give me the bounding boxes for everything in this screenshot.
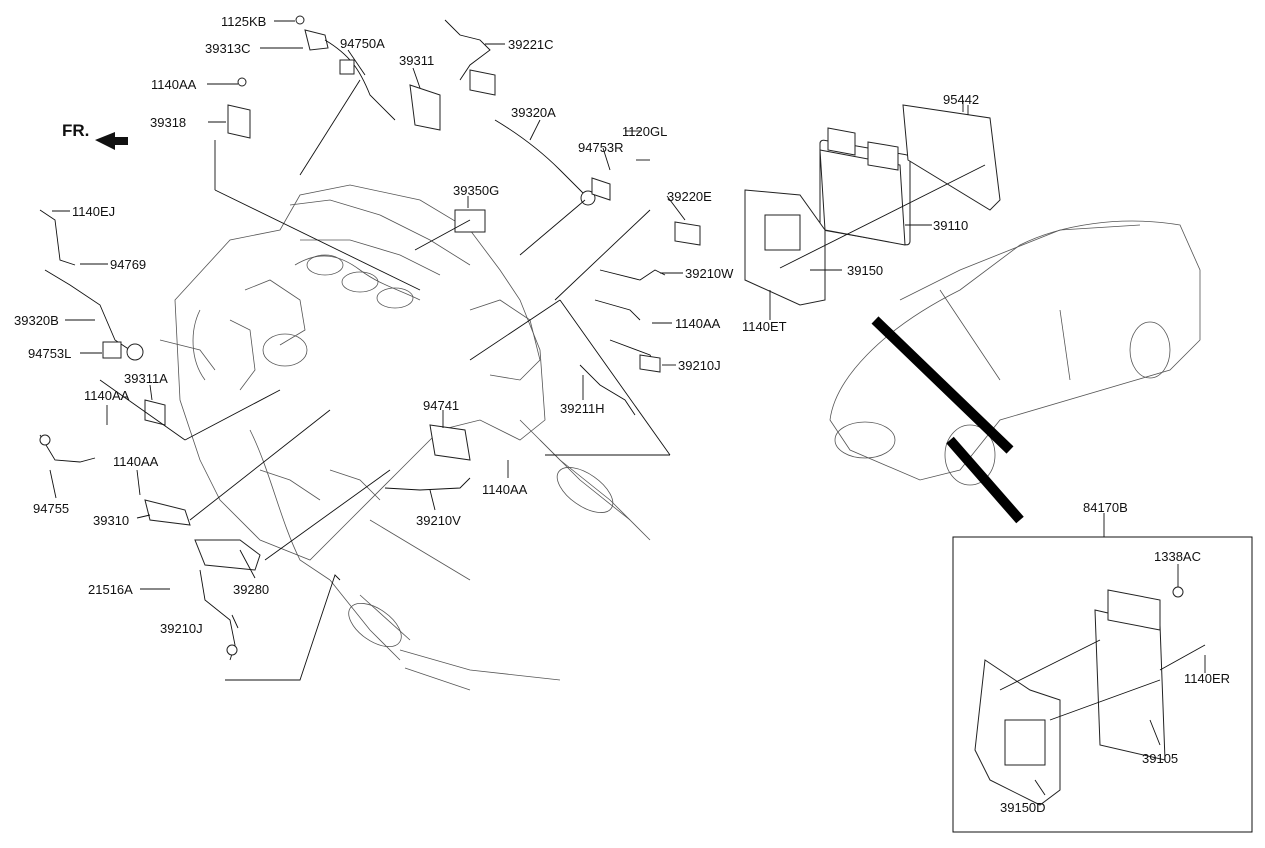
engine-assembly [159, 184, 651, 691]
label-94755: 94755 [33, 501, 69, 516]
label-1140AA-low: 1140AA [113, 454, 159, 469]
label-1140AA-top: 1140AA [151, 77, 197, 92]
label-39318: 39318 [150, 115, 186, 130]
label-39110: 39110 [933, 218, 968, 233]
label-39210J-left: 39210J [160, 621, 203, 636]
label-39310: 39310 [93, 513, 129, 528]
label-39221C: 39221C [508, 37, 554, 52]
label-1140ET: 1140ET [742, 319, 787, 334]
label-39210J-right: 39210J [678, 358, 721, 373]
label-39150: 39150 [847, 263, 883, 278]
car-illustration [829, 220, 1201, 524]
label-94753L: 94753L [28, 346, 71, 361]
label-39311A: 39311A [124, 371, 168, 386]
label-1140EJ: 1140EJ [72, 204, 115, 219]
label-39320B: 39320B [14, 313, 59, 328]
label-39313C: 39313C [205, 41, 251, 56]
label-94741: 94741 [423, 398, 459, 413]
sensor-parts [39, 15, 701, 681]
label-94750A: 94750A [340, 36, 385, 51]
label-95442: 95442 [943, 92, 979, 107]
label-1140AA-right: 1140AA [675, 316, 721, 331]
orientation-label: FR. [62, 121, 89, 140]
label-94753R: 94753R [578, 140, 624, 155]
label-1125KB: 1125KB [221, 14, 266, 29]
label-39211H: 39211H [560, 401, 605, 416]
label-1140AA-mid: 1140AA [482, 482, 528, 497]
label-39350G: 39350G [453, 183, 499, 198]
label-39311: 39311 [399, 53, 434, 68]
inset-box-84170B [952, 515, 1253, 833]
ecu-assembly [744, 104, 1001, 320]
label-39210V: 39210V [416, 513, 461, 528]
label-84170B: 84170B [1083, 500, 1128, 515]
label-39150D: 39150D [1000, 800, 1046, 815]
label-1140AA-left: 1140AA [84, 388, 130, 403]
part-labels: 1125KB 39313C 94750A 39311 39221C 1140AA… [14, 14, 1230, 815]
label-39105: 39105 [1142, 751, 1178, 766]
label-1140ER: 1140ER [1184, 671, 1230, 686]
label-1338AC: 1338AC [1154, 549, 1201, 564]
label-39280: 39280 [233, 582, 269, 597]
front-arrow-icon [95, 132, 128, 150]
leader-lines [49, 20, 1206, 796]
label-39320A: 39320A [511, 105, 556, 120]
label-1120GL: 1120GL [622, 124, 667, 139]
label-39220E: 39220E [667, 189, 712, 204]
label-94769: 94769 [110, 257, 146, 272]
label-39210W: 39210W [685, 266, 734, 281]
label-21516A: 21516A [88, 582, 133, 597]
